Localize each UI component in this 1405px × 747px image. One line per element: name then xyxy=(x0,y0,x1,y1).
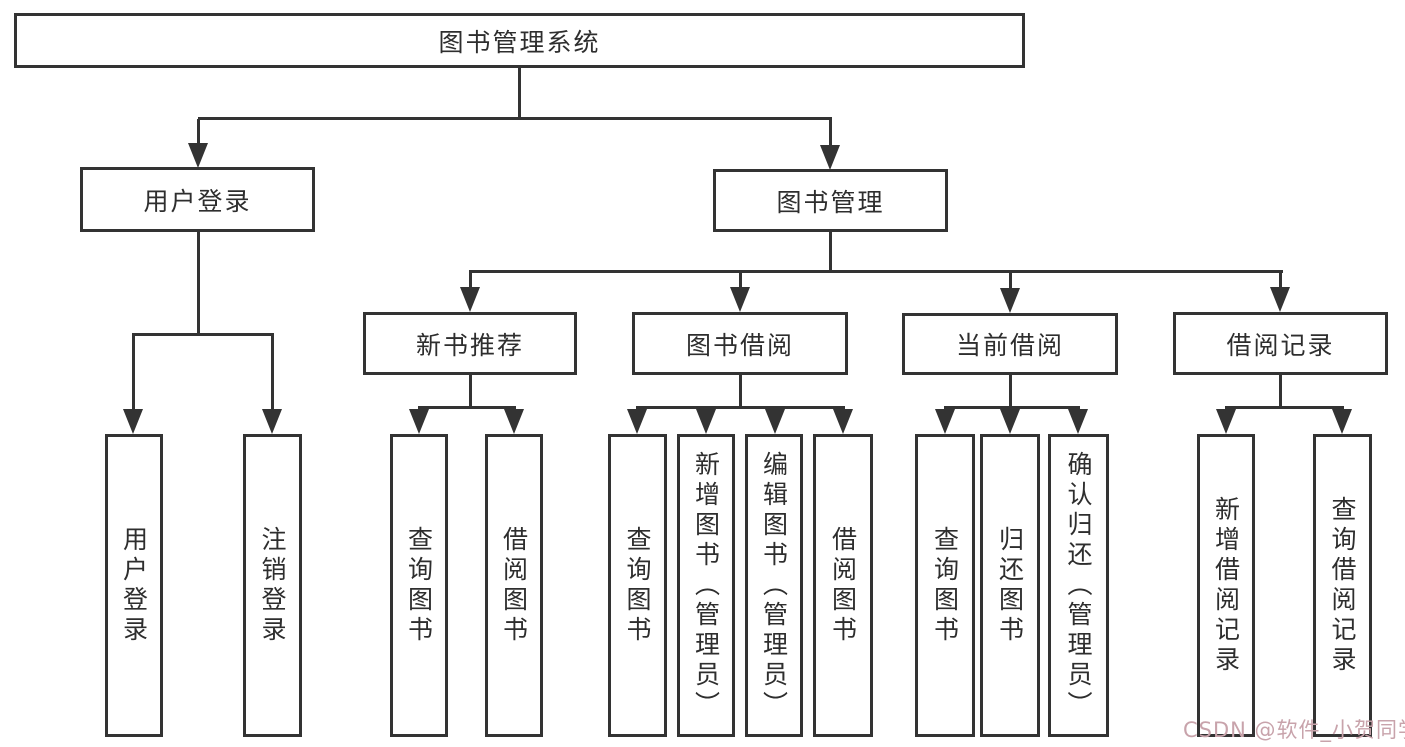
arrow-down-icon xyxy=(504,409,524,434)
connector-line xyxy=(739,374,742,408)
connector-line xyxy=(469,270,1283,273)
connector-line xyxy=(132,333,274,336)
arrow-down-icon xyxy=(1332,409,1352,434)
leaf-query-borrow-record: 查询借阅记录 xyxy=(1313,434,1372,737)
arrow-down-icon xyxy=(262,409,282,434)
node-current-borrow-label: 当前借阅 xyxy=(955,331,1064,360)
connector-line xyxy=(132,335,135,411)
leaf-user-login: 用户登录 xyxy=(105,434,163,737)
leaf-user-login-label: 用户登录 xyxy=(119,525,149,646)
node-new-book-recommend-label: 新书推荐 xyxy=(415,330,524,360)
leaf-return-books: 归还图书 xyxy=(980,434,1040,737)
connector-line xyxy=(636,406,845,409)
node-book-borrow: 图书借阅 xyxy=(632,312,848,375)
arrow-down-icon xyxy=(820,145,840,170)
node-book-management-label: 图书管理 xyxy=(776,187,885,217)
leaf-logout: 注销登录 xyxy=(243,434,302,737)
connector-line xyxy=(829,119,832,148)
arrow-down-icon xyxy=(1000,409,1020,434)
arrow-down-icon xyxy=(460,287,480,312)
node-user-login-label: 用户登录 xyxy=(143,186,252,216)
node-root-label: 图书管理系统 xyxy=(438,27,601,57)
arrow-down-icon xyxy=(935,409,955,434)
arrow-down-icon xyxy=(1000,288,1020,313)
connector-line xyxy=(944,406,1080,409)
node-new-book-recommend: 新书推荐 xyxy=(363,312,577,375)
arrow-down-icon xyxy=(627,409,647,434)
leaf-add-borrow-record-label: 新增借阅记录 xyxy=(1211,495,1241,676)
leaf-borrow-books: 借阅图书 xyxy=(813,434,873,737)
leaf-query-books-current: 查询图书 xyxy=(915,434,975,737)
node-root: 图书管理系统 xyxy=(14,13,1025,68)
arrow-down-icon xyxy=(730,287,750,312)
leaf-borrow-books-label: 借阅图书 xyxy=(828,525,858,646)
leaf-query-books-borrow-label: 查询图书 xyxy=(623,525,652,646)
connector-line xyxy=(197,119,200,146)
leaf-confirm-return-admin: 确认归还（管理员） xyxy=(1048,434,1109,737)
leaf-query-books-recommend: 查询图书 xyxy=(390,434,448,737)
connector-line xyxy=(418,406,516,409)
arrow-down-icon xyxy=(1270,287,1290,312)
leaf-add-books-admin: 新增图书（管理员） xyxy=(677,434,735,737)
node-book-borrow-label: 图书借阅 xyxy=(685,330,794,360)
leaf-add-borrow-record: 新增借阅记录 xyxy=(1197,434,1255,737)
arrow-down-icon xyxy=(833,409,853,434)
connector-line xyxy=(1009,374,1012,408)
arrow-down-icon xyxy=(1216,409,1236,434)
leaf-borrow-books-recommend-label: 借阅图书 xyxy=(499,525,529,646)
arrow-down-icon xyxy=(409,409,429,434)
leaf-add-books-admin-label: 新增图书（管理员） xyxy=(691,450,721,721)
leaf-logout-label: 注销登录 xyxy=(258,525,287,646)
connector-line xyxy=(1279,272,1282,289)
leaf-query-borrow-record-label: 查询借阅记录 xyxy=(1328,495,1357,676)
connector-line xyxy=(469,374,472,408)
connector-line xyxy=(197,231,200,335)
arrow-down-icon xyxy=(1068,409,1088,434)
node-user-login: 用户登录 xyxy=(80,167,315,232)
leaf-edit-books-admin: 编辑图书（管理员） xyxy=(745,434,803,737)
node-borrow-records-label: 借阅记录 xyxy=(1226,330,1335,360)
csdn-watermark: CSDN @软件_小贺同学 xyxy=(1183,718,1405,742)
leaf-query-books-recommend-label: 查询图书 xyxy=(404,525,434,646)
connector-line xyxy=(198,117,832,120)
leaf-borrow-books-recommend: 借阅图书 xyxy=(485,434,543,737)
leaf-confirm-return-admin-label: 确认归还（管理员） xyxy=(1064,450,1093,721)
arrow-down-icon xyxy=(765,409,785,434)
connector-line xyxy=(518,66,521,119)
arrow-down-icon xyxy=(696,409,716,434)
leaf-query-books-borrow: 查询图书 xyxy=(608,434,667,737)
connector-line xyxy=(1279,374,1282,408)
connector-line xyxy=(271,335,274,411)
connector-line xyxy=(1225,406,1344,409)
connector-line xyxy=(739,272,742,289)
leaf-edit-books-admin-label: 编辑图书（管理员） xyxy=(759,450,789,721)
connector-line xyxy=(1009,272,1012,290)
connector-line xyxy=(469,272,472,289)
node-book-management: 图书管理 xyxy=(713,169,948,232)
arrow-down-icon xyxy=(123,409,143,434)
arrow-down-icon xyxy=(188,143,208,168)
connector-line xyxy=(829,231,832,272)
node-current-borrow: 当前借阅 xyxy=(902,313,1118,375)
leaf-return-books-label: 归还图书 xyxy=(995,525,1025,646)
leaf-query-books-current-label: 查询图书 xyxy=(930,525,960,646)
node-borrow-records: 借阅记录 xyxy=(1173,312,1388,375)
